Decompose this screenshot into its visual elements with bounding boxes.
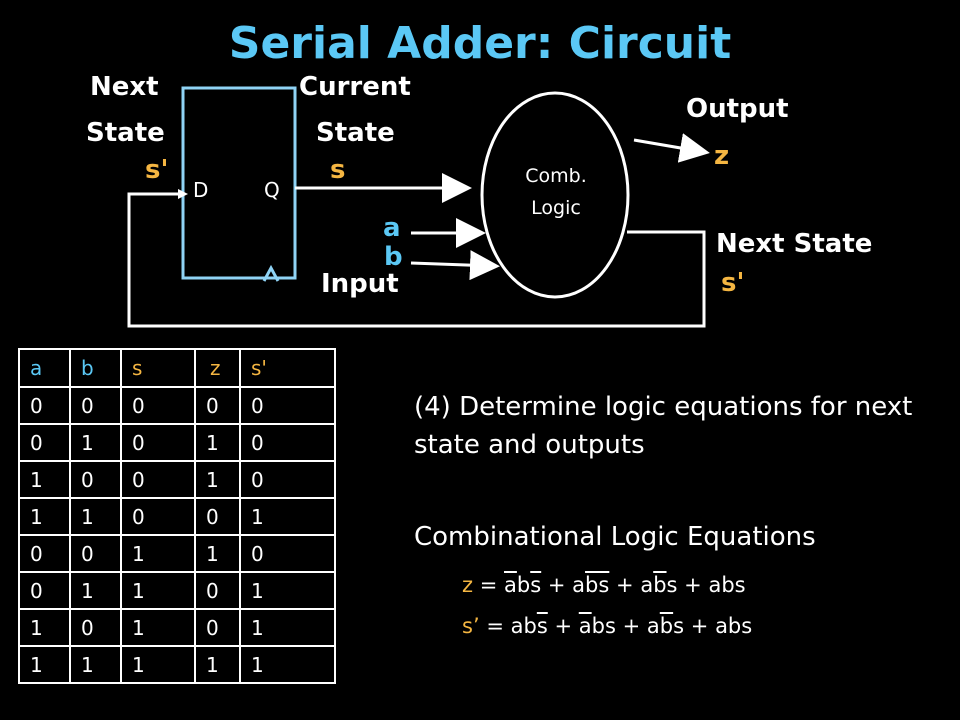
truth-table-cell: 0 — [120, 423, 196, 462]
truth-table-cell: 1 — [239, 645, 336, 684]
z-output-wire — [633, 133, 710, 163]
s-prime-right-label: s' — [721, 268, 745, 298]
truth-table-cell: 0 — [239, 386, 336, 425]
truth-table-cell: 1 — [120, 645, 196, 684]
z-term-2: abs — [572, 573, 610, 597]
z-term-4: abs — [708, 573, 746, 597]
comb-logic-line-2: Logic — [531, 197, 581, 219]
truth-table-cell: 0 — [239, 534, 336, 573]
comb-logic-ellipse — [480, 91, 630, 299]
truth-table-cell: 0 — [18, 534, 71, 573]
truth-table-cell: 1 — [18, 608, 71, 647]
truth-table-cell: 0 — [69, 460, 122, 499]
b-label: b — [384, 242, 403, 272]
truth-table-cell: 0 — [69, 608, 122, 647]
truth-table-cell: 1 — [69, 645, 122, 684]
header-s: s — [120, 348, 196, 388]
s-term-3: abs — [646, 614, 685, 638]
s-prime-equation-lhs: s’ — [462, 614, 480, 638]
truth-table-cell: 1 — [69, 571, 122, 610]
truth-table-cell: 0 — [239, 423, 336, 462]
s-current-label: s — [330, 155, 346, 185]
truth-table-header-row: a b s z s' — [18, 348, 336, 388]
step-text: (4) Determine logic equations for next s… — [414, 392, 913, 460]
truth-table-cell: 0 — [120, 497, 196, 536]
s-term-4: abs — [715, 614, 753, 638]
truth-table-cell: 1 — [194, 423, 241, 462]
s-prime-equation: s’ = abs + abs + abs + abs — [462, 614, 753, 638]
s-term-2: abs — [578, 614, 616, 638]
truth-table-cell: 1 — [120, 608, 196, 647]
truth-table-cell: 1 — [239, 497, 336, 536]
truth-table-cell: 1 — [239, 571, 336, 610]
truth-table-cell: 0 — [18, 386, 71, 425]
truth-table-cell: 1 — [120, 571, 196, 610]
truth-table-cell: 0 — [18, 571, 71, 610]
truth-table-cell: 0 — [194, 571, 241, 610]
next-state-label-2: State — [86, 118, 165, 148]
truth-table-cell: 1 — [18, 460, 71, 499]
truth-table-cell: 0 — [194, 497, 241, 536]
current-state-label-2: State — [316, 118, 395, 148]
truth-table-cell: 1 — [194, 645, 241, 684]
circuit-diagram — [127, 86, 710, 328]
truth-table-cell: 1 — [69, 423, 122, 462]
b-input-wire — [410, 250, 500, 281]
truth-table-cell: 0 — [69, 386, 122, 425]
feedback-wire — [127, 192, 706, 328]
next-state-right-label: Next State — [716, 229, 873, 259]
truth-table-cell: 0 — [69, 534, 122, 573]
comb-logic-line-1: Comb. — [525, 165, 587, 187]
comb-logic-label: Comb. Logic — [501, 160, 611, 224]
header-z: z — [194, 348, 241, 388]
z-equation: z = abs + abs + abs + abs — [462, 573, 746, 597]
truth-table-cell: 1 — [69, 497, 122, 536]
input-label: Input — [321, 269, 399, 299]
header-a: a — [18, 348, 71, 388]
truth-table-cell: 0 — [120, 460, 196, 499]
a-label: a — [383, 213, 401, 243]
z-label: z — [714, 141, 730, 171]
s-term-1: abs — [510, 614, 548, 638]
truth-table-cell: 1 — [18, 497, 71, 536]
truth-table-cell: 1 — [18, 645, 71, 684]
z-equation-lhs: z — [462, 573, 474, 597]
flip-flop-box — [181, 86, 297, 280]
truth-table-cell: 1 — [120, 534, 196, 573]
truth-table-cell: 1 — [194, 460, 241, 499]
z-term-3: abs — [640, 573, 678, 597]
header-s-prime: s' — [239, 348, 336, 388]
truth-table-cell: 0 — [120, 386, 196, 425]
truth-table-cell: 0 — [239, 460, 336, 499]
output-label: Output — [686, 94, 789, 124]
s-prime-left-label: s' — [145, 155, 169, 185]
z-term-1: abs — [504, 573, 542, 597]
truth-table-cell: 1 — [239, 608, 336, 647]
next-state-label-1: Next — [90, 72, 159, 102]
truth-table-cell: 0 — [194, 608, 241, 647]
slide-title: Serial Adder: Circuit — [228, 18, 732, 69]
truth-table-cell: 0 — [18, 423, 71, 462]
clock-caret — [262, 264, 280, 282]
current-state-label-1: Current — [299, 72, 411, 102]
truth-table-cell: 1 — [194, 534, 241, 573]
q-pin-label: Q — [264, 178, 280, 202]
header-b: b — [69, 348, 122, 388]
equations-title: Combinational Logic Equations — [414, 522, 816, 552]
d-pin-label: D — [193, 178, 209, 202]
truth-table-cell: 0 — [194, 386, 241, 425]
